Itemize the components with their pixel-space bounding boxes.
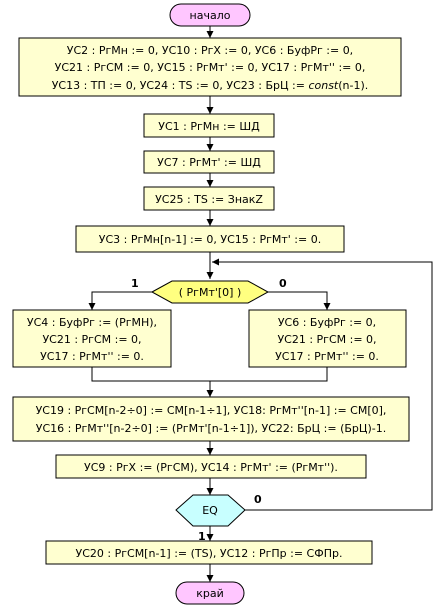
shift-box: УС19 : РгСМ[n-2÷0] := СМ[n-1÷1], УС18: Р… — [12, 396, 410, 442]
end-terminal: край — [175, 581, 245, 605]
right-branch-box: УС6 : БуфРг := 0, УС21 : РгСМ := 0, УС17… — [248, 309, 407, 368]
svg-text:УС19 : РгСМ[n-2÷0] := СМ[n-1÷1: УС19 : РгСМ[n-2÷0] := СМ[n-1÷1], УС18: Р… — [36, 404, 387, 417]
svg-text:УС6 : БуфРг := 0,: УС6 : БуфРг := 0, — [278, 316, 376, 329]
svg-text:край: край — [196, 587, 224, 600]
us7-box: УС7 : РгМт' := ШД — [143, 150, 275, 174]
eq-no-label: 0 — [254, 493, 262, 506]
svg-text:УС21 : РгСМ := 0, УС15 : РгМт: УС21 : РгСМ := 0, УС15 : РгМт' := 0, УС1… — [55, 61, 366, 74]
svg-text:УС20 : РгСМ[n-1] := (TS), У: УС20 : РгСМ[n-1] := (TS), УС12 : РгПр :=… — [76, 547, 343, 560]
eq-yes-label: 1 — [198, 530, 206, 543]
init-box: УС2 : РгМн := 0, УС10 : РгХ := 0, УС6 : … — [18, 37, 402, 97]
us3-box: УС3 : РгМн[n-1] := 0, УС15 : РгМт' := 0. — [75, 225, 345, 253]
svg-text:УС21 : РгСМ := 0,: УС21 : РгСМ := 0, — [277, 333, 376, 346]
svg-text:УС17 : РгМт'' := 0.: УС17 : РгМт'' := 0. — [275, 350, 379, 363]
us9-box: УС9 : РгХ := (РгСМ), УС14 : РгМт' := (Рг… — [55, 454, 367, 479]
svg-text:УС3 : РгМн[n-1] := 0, УС15: УС3 : РгМн[n-1] := 0, УС15 : РгМт' := 0. — [99, 233, 321, 246]
connectors — [88, 26, 433, 582]
svg-text:УС21 : РгСМ := 0,: УС21 : РгСМ := 0, — [42, 333, 141, 346]
svg-text:УС13 : ТП := 0, УС24 : TS :=: УС13 : ТП := 0, УС24 : TS := 0, УС23 : Б… — [52, 79, 369, 92]
svg-text:( РгМт'[0] ): ( РгМт'[0] ) — [179, 286, 242, 299]
svg-text:УС25 : TS := ЗнакZ: УС25 : TS := ЗнакZ — [155, 193, 263, 206]
svg-text:УС7 : РгМт' := ШД: УС7 : РгМт' := ШД — [157, 156, 261, 169]
decision-rgmt: ( РгМт'[0] ) — [150, 280, 270, 304]
left-branch-box: УС4 : БуфРг := (РгМН), УС21 : РгСМ := 0,… — [12, 309, 172, 368]
us25-box: УС25 : TS := ЗнакZ — [143, 186, 275, 211]
svg-text:УС9 : РгХ := (РгСМ), УС14 :: УС9 : РгХ := (РгСМ), УС14 : РгМт' := (Рг… — [84, 461, 338, 474]
svg-text:УС2 : РгМн := 0, УС10 : РгХ :: УС2 : РгМн := 0, УС10 : РгХ := 0, УС6 : … — [67, 44, 353, 57]
svg-text:УС4 : БуфРг := (РгМН),: УС4 : БуфРг := (РгМН), — [27, 316, 157, 329]
svg-text:EQ: EQ — [202, 504, 218, 517]
svg-text:начало: начало — [190, 9, 231, 22]
branch-1-label: 1 — [131, 277, 139, 290]
branch-0-label: 0 — [279, 277, 287, 290]
decision-eq: EQ — [175, 494, 246, 527]
us20-box: УС20 : РгСМ[n-1] := (TS), УС12 : РгПр :=… — [45, 540, 373, 565]
start-terminal: начало — [169, 3, 251, 27]
svg-text:УС16 : РгМт''[n-2÷0] := (РгМт': УС16 : РгМт''[n-2÷0] := (РгМт'[n-1÷1]), … — [36, 422, 386, 435]
svg-text:УС17 : РгМт'' := 0.: УС17 : РгМт'' := 0. — [40, 350, 144, 363]
svg-text:УС1 : РгМн := ШД: УС1 : РгМн := ШД — [158, 120, 260, 133]
us1-box: УС1 : РгМн := ШД — [143, 113, 275, 138]
